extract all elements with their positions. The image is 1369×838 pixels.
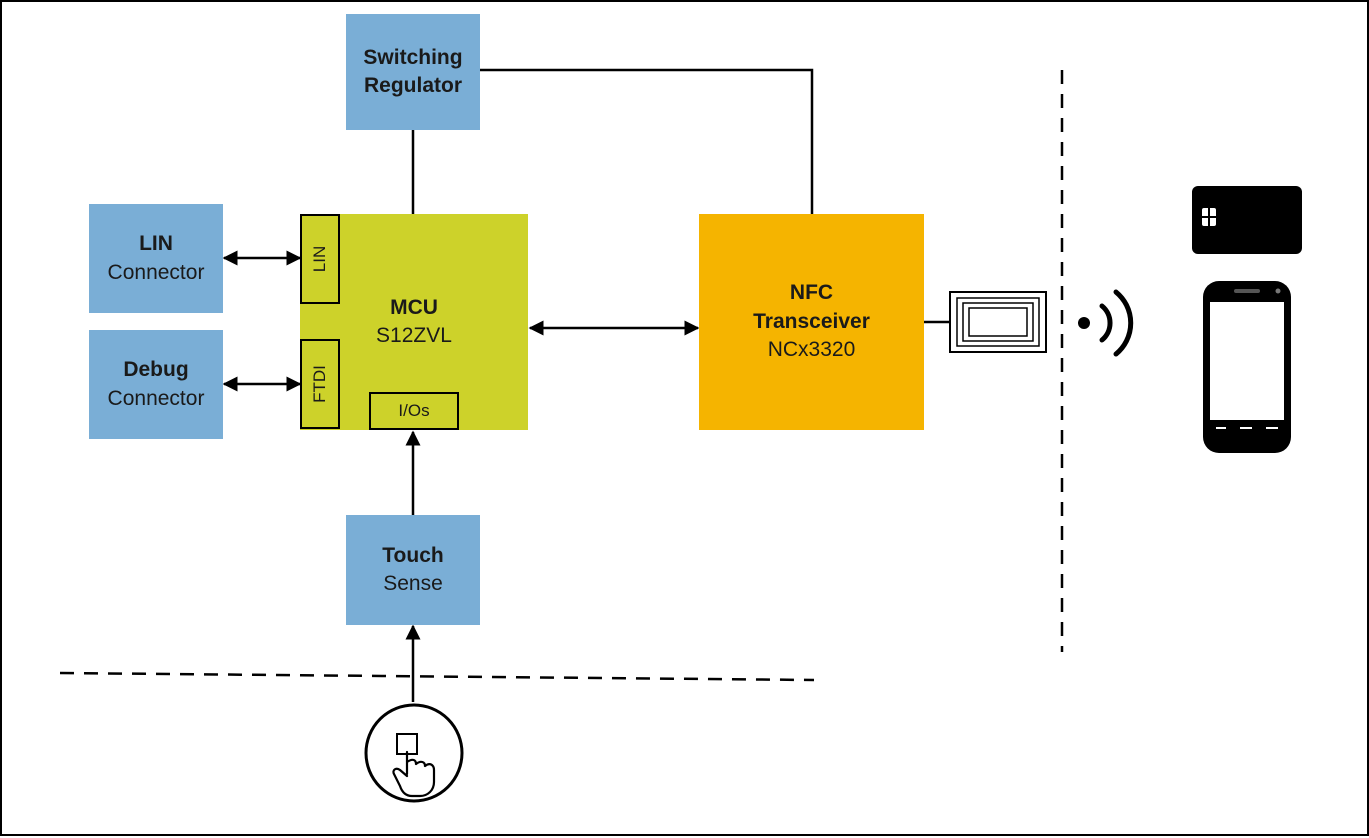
ftdi-port-label: FTDI xyxy=(310,365,329,403)
smartphone-icon xyxy=(1203,281,1291,453)
switching-regulator-title: Switching xyxy=(363,45,463,69)
mcu-subtitle: S12ZVL xyxy=(376,324,452,347)
nfc-part-number: NCx3320 xyxy=(767,338,856,362)
debug-connector-title: Debug xyxy=(123,358,189,382)
lin-port: LIN xyxy=(300,214,340,304)
housing-boundary-dashed xyxy=(59,671,815,682)
regulator-to-nfc-line xyxy=(480,68,814,214)
lin-connector-subtitle: Connector xyxy=(107,260,205,284)
debug-connector-block: Debug Connector xyxy=(89,330,223,439)
lin-connector-block: LIN Connector xyxy=(89,204,223,313)
ios-port-label: I/Os xyxy=(398,401,430,420)
lin-port-label: LIN xyxy=(310,245,329,273)
touch-sense-block: Touch Sense xyxy=(346,515,480,625)
touch-sense-title: Touch xyxy=(382,543,444,567)
switching-regulator-block: Switching Regulator xyxy=(346,14,480,130)
mcu-title: MCU xyxy=(390,295,438,319)
nfc-transceiver-block: NFC Transceiver NCx3320 xyxy=(699,214,924,430)
nfc-title: NFC xyxy=(789,281,834,305)
lin-connector-title: LIN xyxy=(139,232,173,256)
touch-sense-subtitle: Sense xyxy=(383,572,443,595)
smart-card-icon xyxy=(1192,186,1302,254)
wireless-signal-icon xyxy=(1078,289,1134,357)
debug-connector-subtitle: Connector xyxy=(107,386,205,410)
ios-port: I/Os xyxy=(369,392,459,430)
nfc-subtitle: Transceiver xyxy=(753,309,870,333)
antenna-icon xyxy=(949,291,1047,353)
switching-regulator-subtitle: Regulator xyxy=(363,74,462,97)
ftdi-port: FTDI xyxy=(300,339,340,429)
touch-button-icon xyxy=(364,703,464,803)
